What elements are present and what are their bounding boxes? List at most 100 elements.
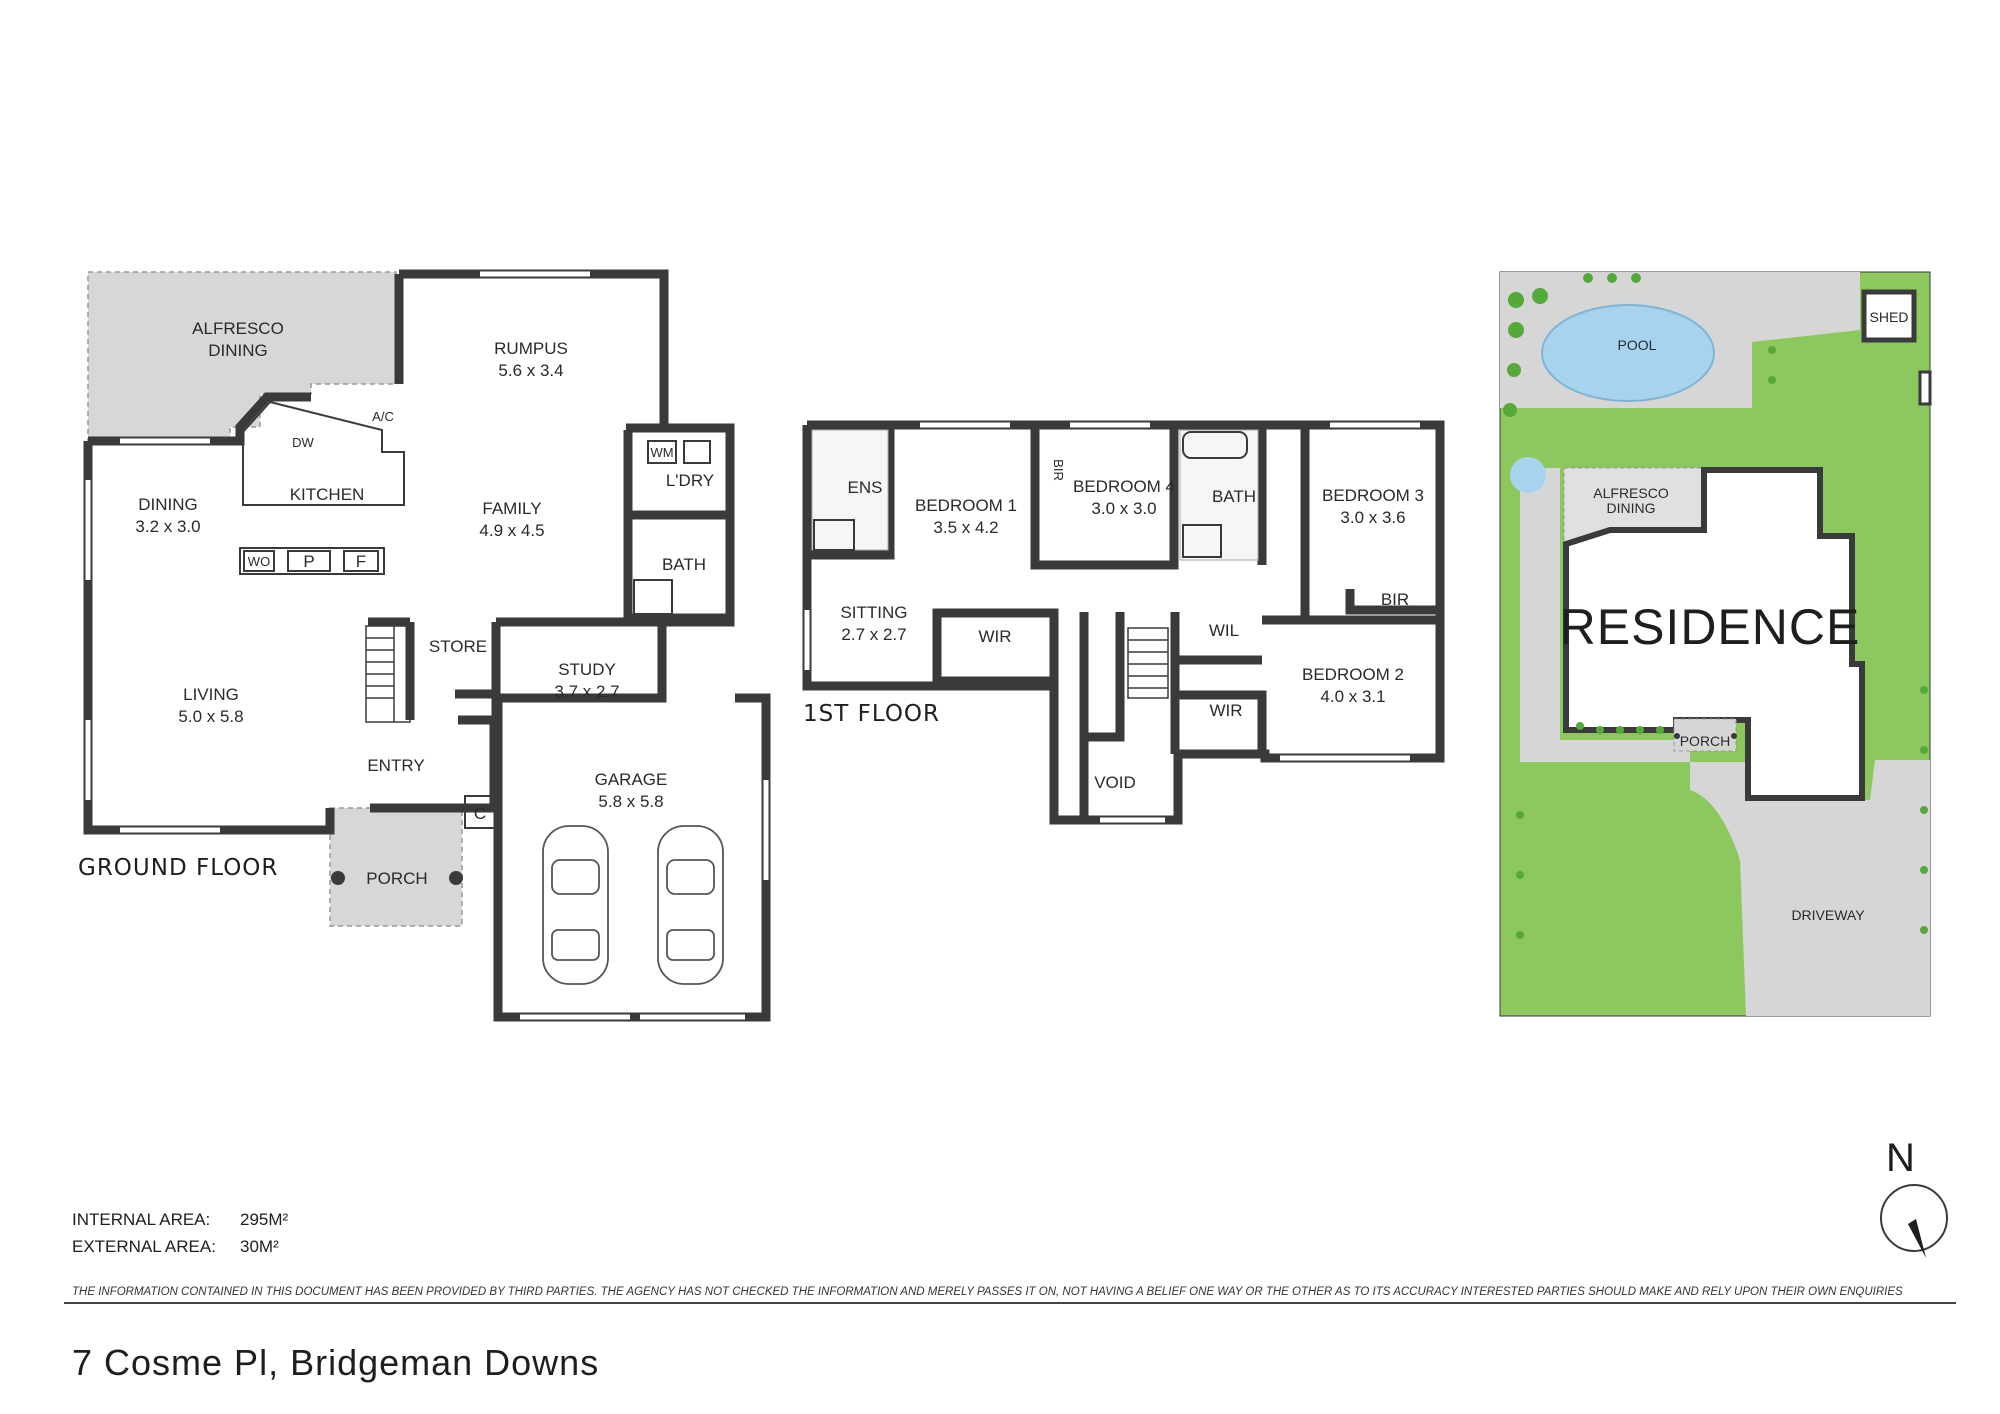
label-pool: POOL (1618, 337, 1657, 353)
internal-area-row: INTERNAL AREA: 295M² (72, 1210, 288, 1230)
label-ens: ENS (848, 478, 883, 497)
label-sitting: SITTING (840, 603, 907, 622)
internal-area-value: 295M² (240, 1210, 289, 1229)
label-laundry: L'DRY (666, 471, 714, 490)
disclaimer-text: THE INFORMATION CONTAINED IN THIS DOCUME… (72, 1286, 1903, 1298)
site-shrubs (1503, 273, 1928, 939)
first-floor-title: 1ST FLOOR (803, 701, 940, 727)
label-bedroom1: BEDROOM 1 (915, 496, 1017, 515)
island-bench (239, 547, 385, 575)
compass-needle-icon (1908, 1219, 1926, 1258)
label-driveway: DRIVEWAY (1791, 907, 1865, 923)
external-area-row: EXTERNAL AREA:30M² (72, 1237, 279, 1257)
first-floor-plan (802, 420, 1445, 825)
label-entry: ENTRY (367, 756, 424, 775)
wall-oven-box (243, 550, 275, 572)
label-bath-first: BATH (1212, 487, 1256, 506)
dims-rumpus: 5.6 x 3.4 (498, 361, 563, 380)
garden-strip (1918, 370, 1932, 406)
label-living: LIVING (183, 685, 239, 704)
cupboard-box (464, 795, 496, 829)
label-wo: WO (248, 554, 270, 569)
site-path-side (1520, 468, 1690, 762)
ground-stairs (365, 625, 411, 723)
dims-family: 4.9 x 4.5 (479, 521, 544, 540)
label-fridge: F (356, 552, 366, 571)
bath-tiles (1179, 429, 1259, 561)
label-bir3: BIR (1381, 590, 1409, 609)
ground-floor-labels: ALFRESCO DINING RUMPUS 5.6 x 3.4 DINING … (78, 319, 714, 888)
ens-shower (813, 519, 855, 551)
ground-floor-plan (83, 269, 771, 1022)
pantry-box (287, 550, 331, 572)
label-garage: GARAGE (595, 770, 668, 789)
compass-ring (1880, 1184, 1948, 1252)
label-residence: RESIDENCE (1560, 599, 1861, 655)
footer-divider (64, 1302, 1956, 1304)
bath-tub (1182, 431, 1248, 459)
label-bedroom4: BEDROOM 4 (1073, 477, 1175, 496)
label-rumpus: RUMPUS (494, 339, 568, 358)
site-plan (1499, 271, 1932, 1017)
shed (1861, 289, 1917, 343)
dims-dining: 3.2 x 3.0 (135, 517, 200, 536)
label-kitchen: KITCHEN (290, 485, 365, 504)
label-cupboard: C (474, 804, 486, 823)
label-ac: A/C (372, 409, 394, 424)
ground-floor-title: GROUND FLOOR (78, 855, 278, 881)
dims-living: 5.0 x 5.8 (178, 707, 243, 726)
bath-shower (1182, 524, 1222, 558)
label-family: FAMILY (482, 499, 541, 518)
porch-area (329, 807, 463, 927)
label-wir2: WIR (1209, 701, 1242, 720)
porch-column-left (331, 871, 345, 885)
label-bath-ground: BATH (662, 555, 706, 574)
label-store: STORE (429, 637, 487, 656)
garage-car-left (542, 825, 609, 985)
spa (1510, 457, 1546, 493)
label-wm: WM (650, 445, 673, 460)
ens-tiles (811, 429, 889, 551)
porch-column-site-left (1674, 733, 1680, 739)
first-floor-stairs (1127, 627, 1169, 699)
fridge-box (343, 550, 379, 572)
dims-garage: 5.8 x 5.8 (598, 792, 663, 811)
compass (1880, 1184, 1948, 1258)
label-pantry: P (303, 552, 314, 571)
site-porch (1673, 718, 1737, 752)
label-wir1: WIR (978, 627, 1011, 646)
label-bedroom2: BEDROOM 2 (1302, 665, 1404, 684)
label-porch: PORCH (366, 869, 427, 888)
sink-box (683, 440, 711, 464)
void-walls (1079, 612, 1183, 820)
label-study: STUDY (558, 660, 616, 679)
dims-bedroom1: 3.5 x 4.2 (933, 518, 998, 537)
driveway (1690, 760, 1930, 1016)
shower-box (633, 579, 673, 615)
pool (1541, 304, 1715, 402)
porch-column-site-right (1731, 733, 1737, 739)
washing-machine-box (647, 440, 677, 464)
dims-bedroom4: 3.0 x 3.0 (1091, 499, 1156, 518)
internal-area-label: INTERNAL AREA: (72, 1210, 211, 1229)
first-floor-outer-wall (802, 420, 1445, 825)
external-area-label: EXTERNAL AREA: (72, 1237, 216, 1256)
label-alfresco-1: ALFRESCO (192, 319, 284, 338)
label-void: VOID (1094, 773, 1136, 792)
porch-column-right (449, 871, 463, 885)
dims-sitting: 2.7 x 2.7 (841, 625, 906, 644)
label-alfresco-2: DINING (208, 341, 268, 360)
dims-bedroom3: 3.0 x 3.6 (1340, 508, 1405, 527)
label-bedroom3: BEDROOM 3 (1322, 486, 1424, 505)
label-wil: WIL (1209, 621, 1239, 640)
property-address: 7 Cosme Pl, Bridgeman Downs (72, 1342, 600, 1383)
dims-study: 3.7 x 2.7 (554, 682, 619, 701)
label-dw: DW (292, 435, 314, 450)
compass-north-label: N (1886, 1136, 1915, 1180)
label-dining: DINING (138, 495, 198, 514)
kitchen-outline (242, 400, 405, 506)
label-shed: SHED (1870, 309, 1909, 325)
label-site-alfresco-2: DINING (1607, 500, 1656, 516)
dims-bedroom2: 4.0 x 3.1 (1320, 687, 1385, 706)
